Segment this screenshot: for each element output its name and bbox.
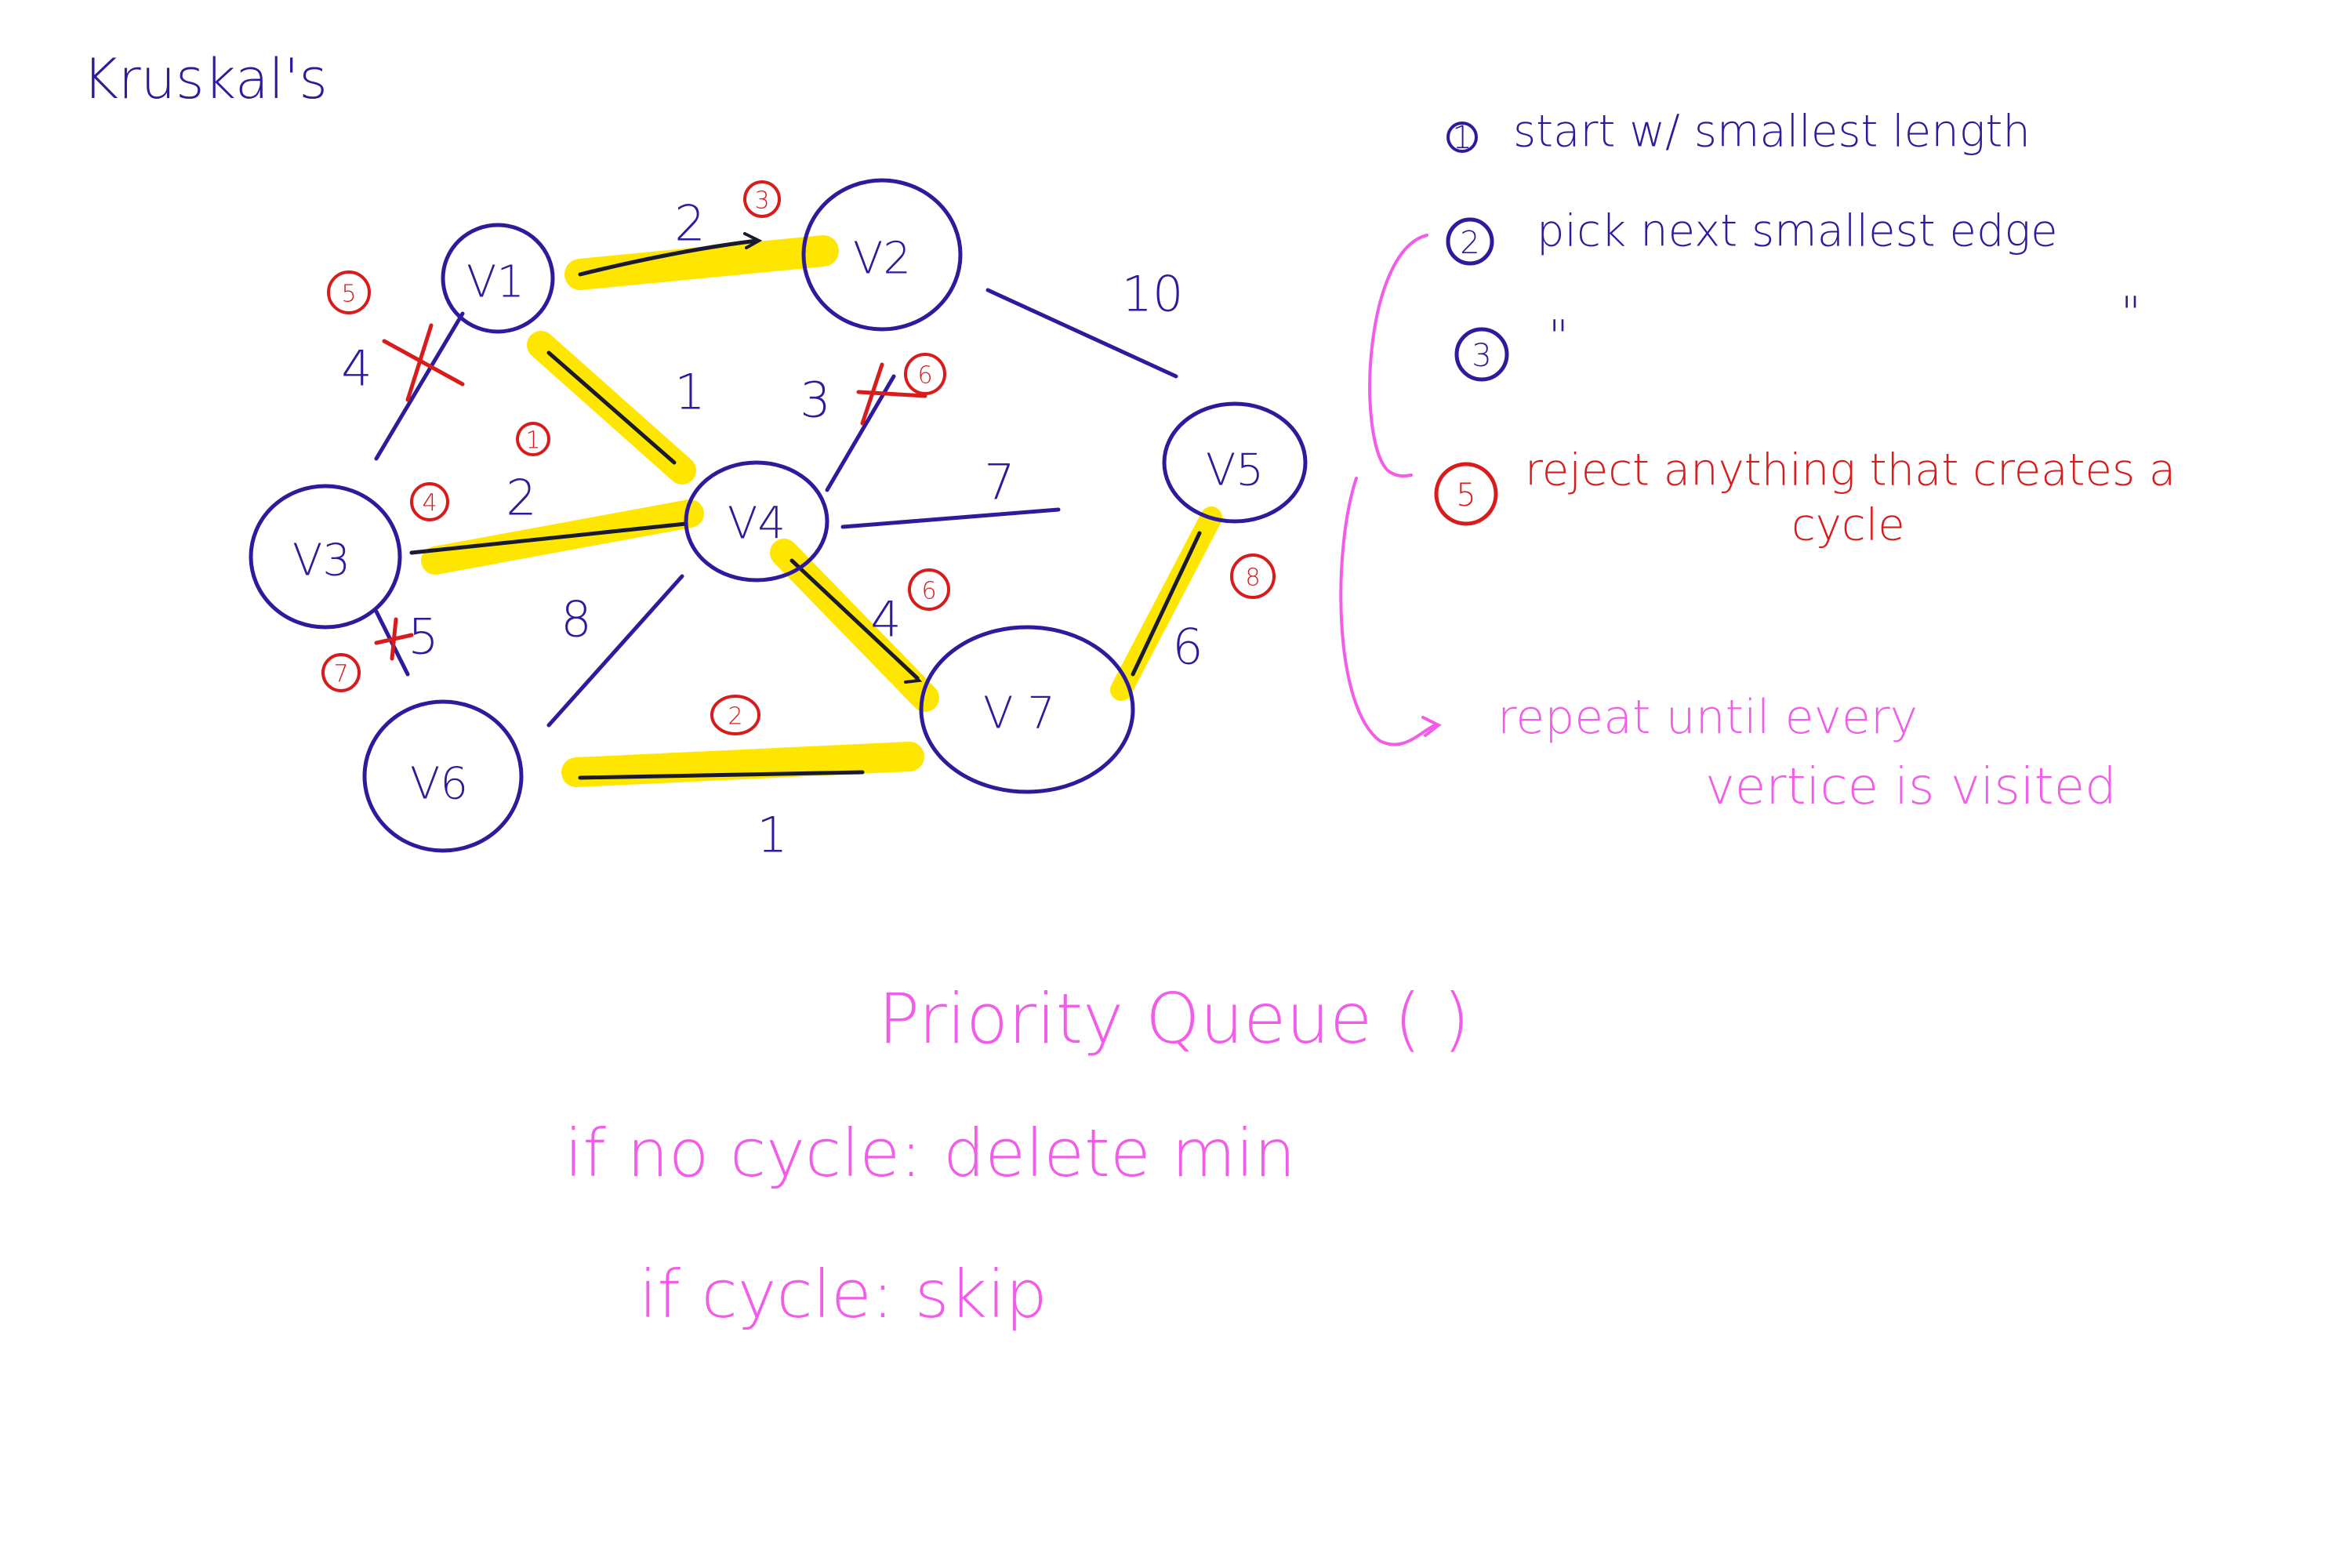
svg-text:5: 5 [1456, 477, 1475, 514]
svg-text:start w/ smallest length: start w/ smallest length [1513, 107, 2031, 158]
svg-text:reject anything that creates a: reject anything that creates a [1525, 445, 2176, 496]
svg-text:": " [1548, 312, 1569, 363]
order-mark-v4-v7: 6 [908, 568, 950, 611]
steps-list: 1 start w/ smallest length 2 pick next s… [1434, 107, 2176, 551]
order-mark-v1-v2: 3 [743, 180, 781, 218]
step-5: 5 reject anything that creates a cycle [1434, 445, 2176, 551]
order-mark-v1-v3: 5 [327, 270, 371, 314]
weight-v4-v5: 7 [984, 454, 1014, 511]
svg-text:6: 6 [921, 578, 936, 605]
node-v6-circle [362, 699, 524, 853]
node-v4-label: V4 [728, 499, 786, 550]
repeat-note: repeat until every vertice is visited [1497, 690, 2117, 816]
repeat-note-line2: vertice is visited [1705, 758, 2117, 816]
svg-text:2: 2 [1460, 225, 1479, 261]
edge-v2-v5 [985, 288, 1178, 379]
weight-v3-v4: 2 [506, 470, 536, 527]
weight-v4-v7: 4 [870, 591, 901, 648]
edge-v1-v2 [578, 238, 759, 277]
highlight-v6-v7 [561, 742, 924, 787]
priority-queue-notes: Priority Queue ( ) if no cycle: delete m… [564, 978, 1470, 1333]
mst-highlights [421, 235, 1222, 787]
edge-v6-v7 [578, 770, 865, 780]
edge-v4-v7 [789, 558, 920, 681]
weight-v1-v3: 4 [341, 340, 372, 397]
node-v7-label: V 7 [983, 688, 1055, 739]
svg-text:5: 5 [341, 281, 356, 308]
step-3: 3 " " [1454, 289, 2141, 382]
svg-text:8: 8 [1245, 564, 1260, 592]
cross-v3-v6 [374, 617, 414, 661]
svg-text:3: 3 [754, 187, 769, 215]
node-v5-label: V5 [1206, 445, 1264, 496]
svg-text:pick next smallest edge: pick next smallest edge [1537, 206, 2058, 257]
step-brackets [1339, 234, 1442, 746]
graph-nodes [249, 178, 1308, 853]
rejection-marks [374, 323, 927, 661]
step-1: 1 start w/ smallest length [1446, 107, 2031, 158]
svg-text:4: 4 [422, 490, 437, 517]
svg-text:": " [2121, 289, 2141, 339]
node-labels: V1 V2 V3 V4 V5 V6 V 7 [292, 234, 1264, 810]
order-mark-v5-v7: 8 [1230, 554, 1276, 599]
priority-queue-no-cycle: if no cycle: delete min [564, 1115, 1296, 1192]
weight-v2-v4: 3 [800, 372, 830, 429]
edge-v4-v6 [546, 574, 684, 728]
node-v5-circle [1162, 401, 1308, 524]
weight-v5-v7: 6 [1172, 619, 1203, 676]
edge-v3-v4 [409, 521, 688, 555]
repeat-note-line1: repeat until every [1497, 690, 1918, 745]
repeat-arrow [1421, 716, 1442, 737]
svg-text:cycle: cycle [1791, 500, 1905, 551]
priority-queue-title: Priority Queue ( ) [878, 978, 1470, 1059]
highlight-v1-v2 [564, 235, 839, 290]
order-mark-v6-v7: 2 [710, 695, 760, 735]
bracket-repeat [1339, 477, 1436, 746]
node-v4-circle [684, 460, 829, 583]
node-v1-label: V1 [466, 257, 524, 308]
edge-v1-v4 [546, 350, 677, 465]
title: Kruskal's [82, 47, 328, 111]
priority-queue-cycle: if cycle: skip [639, 1256, 1047, 1333]
svg-text:2: 2 [728, 703, 742, 731]
node-v2-circle [801, 178, 963, 332]
node-v2-label: V2 [853, 234, 911, 285]
order-marks: 3 1 5 6 4 7 6 8 [321, 180, 1276, 735]
node-v6-label: V6 [410, 759, 468, 810]
node-v7-circle [919, 625, 1135, 794]
step-2: 2 pick next smallest edge [1446, 206, 2058, 266]
node-v3-circle [249, 484, 402, 630]
edge-weights: 2 1 4 3 10 2 5 7 8 4 6 1 [341, 195, 1203, 864]
weight-v6-v7: 1 [757, 807, 787, 864]
svg-text:1: 1 [525, 427, 540, 455]
cross-v1-v3 [382, 323, 465, 402]
order-mark-v3-v4: 4 [410, 482, 449, 521]
weight-v3-v6: 5 [408, 608, 438, 666]
svg-text:6: 6 [917, 362, 932, 390]
edge-v4-v7-arrow [904, 669, 923, 684]
svg-text:7: 7 [333, 661, 348, 688]
svg-text:3: 3 [1472, 338, 1491, 374]
bracket-steps-2-5 [1368, 234, 1428, 478]
node-v3-label: V3 [292, 535, 350, 586]
order-mark-v2-v4: 6 [904, 353, 946, 395]
order-mark-v1-v4: 1 [516, 422, 550, 456]
edge-v4-v5 [840, 507, 1061, 529]
order-mark-v3-v6: 7 [321, 653, 361, 692]
graph-edges [374, 232, 1202, 780]
weight-v4-v6: 8 [561, 591, 591, 648]
weight-v2-v5: 10 [1122, 266, 1184, 323]
weight-v1-v2: 2 [674, 195, 705, 252]
weight-v1-v4: 1 [674, 364, 705, 421]
edge-v5-v7 [1131, 531, 1202, 677]
node-v1-circle [441, 223, 555, 334]
svg-text:1: 1 [1452, 120, 1472, 156]
cross-v2-v4 [856, 362, 927, 426]
edge-v1-v3 [374, 311, 465, 461]
edge-v1-v2-arrow [743, 232, 763, 249]
